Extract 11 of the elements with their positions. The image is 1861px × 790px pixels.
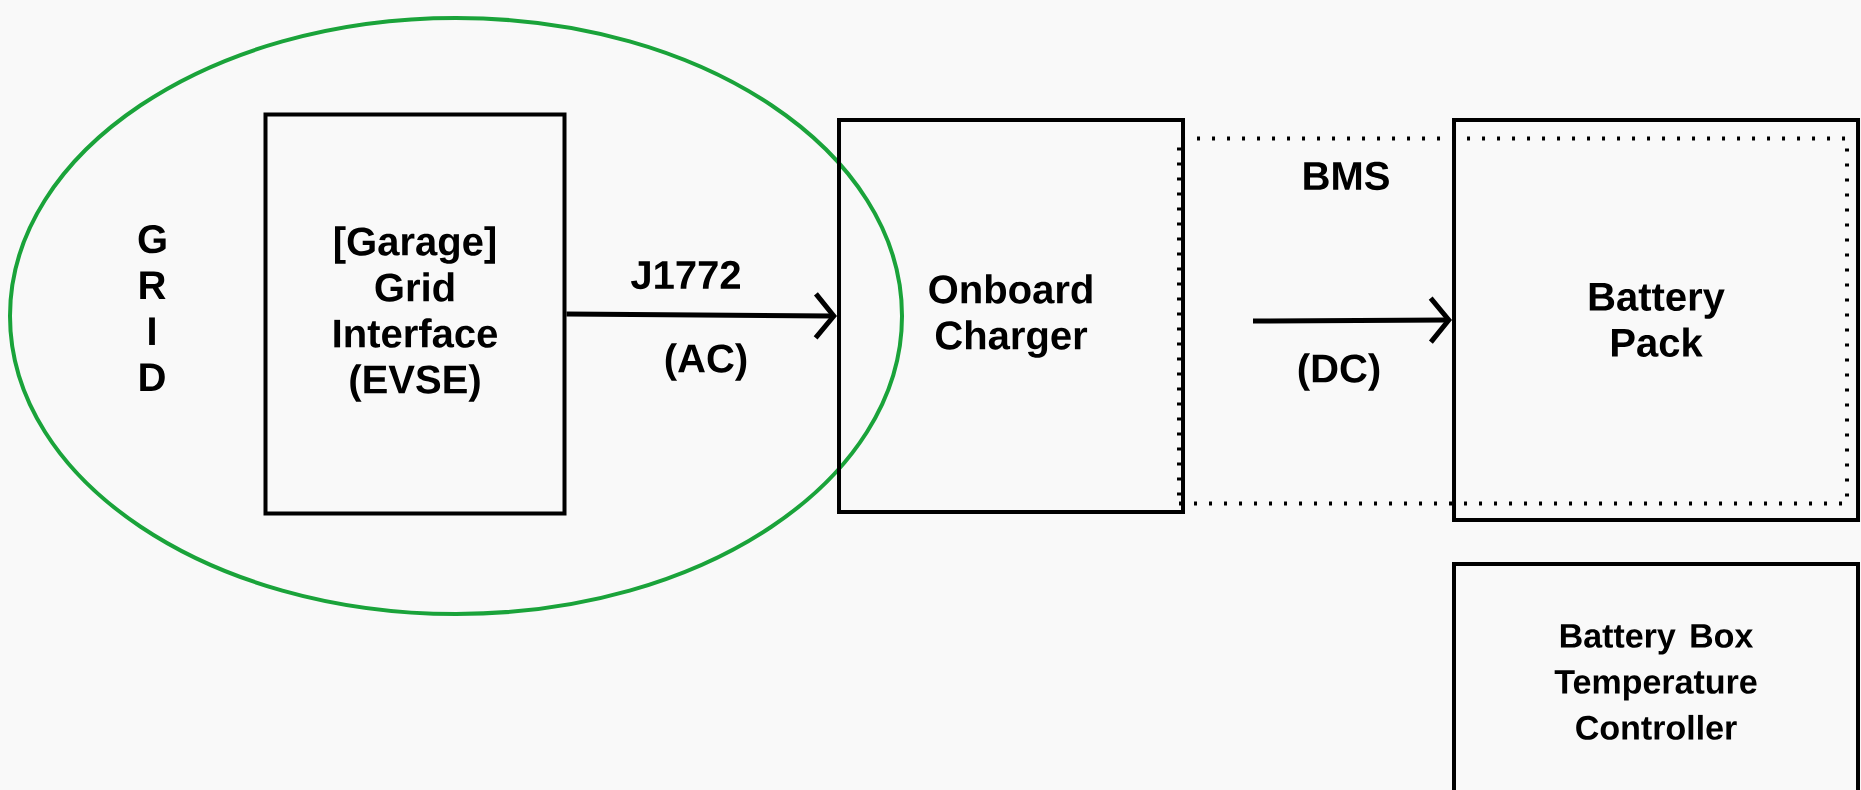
process-box: [Garage] Grid Interface (EVSE) bbox=[263, 112, 567, 516]
edge-label: (DC) bbox=[1298, 353, 1380, 391]
process-box: Battery Box Temperature Controller bbox=[1452, 562, 1860, 790]
edge-label: J1772 bbox=[631, 260, 740, 290]
arrow bbox=[1253, 296, 1453, 344]
box-label: G R I D bbox=[138, 225, 166, 391]
process-box: Onboard Charger bbox=[837, 118, 1185, 514]
box-label: BMS bbox=[1304, 161, 1389, 191]
signal-label: (AC) bbox=[665, 343, 747, 381]
arrow bbox=[566, 292, 837, 340]
process-box: Battery Pack bbox=[1452, 118, 1860, 522]
